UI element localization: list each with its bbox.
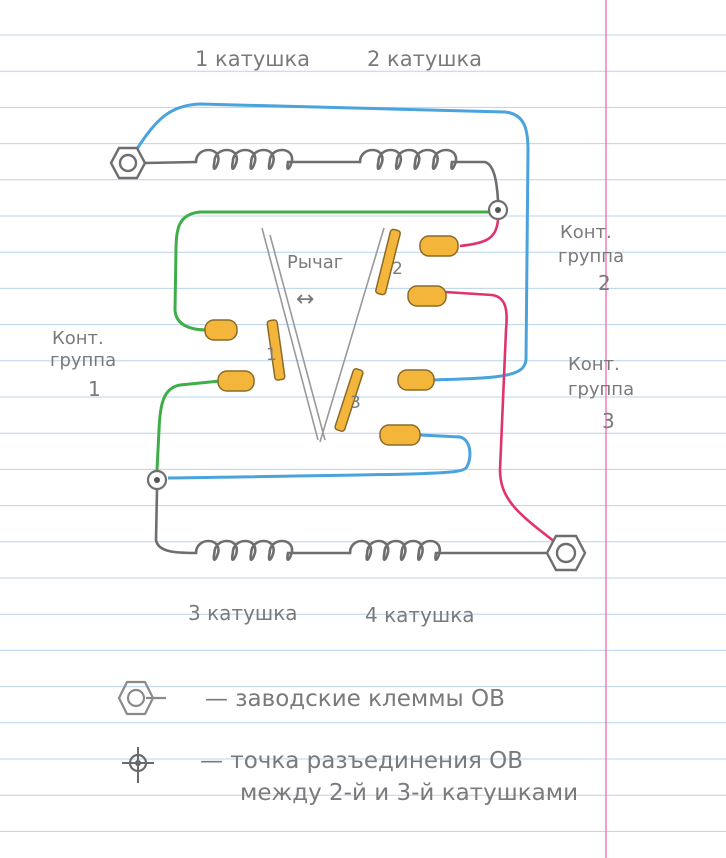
blue-wire-top (133, 102, 530, 382)
coil2-title: 2 катушка (367, 47, 482, 71)
lever-arrow-icon: ↔ (296, 287, 314, 312)
legend-terminal-text: — заводские клеммы ОВ (205, 686, 505, 712)
contact-group-3-label: Конт. группа 3 (568, 354, 634, 433)
lever-label: Рычаг (287, 252, 343, 273)
terminal-nut-icon (109, 146, 147, 180)
svg-text:группа: группа (568, 379, 634, 400)
svg-text:Конт.: Конт. (568, 354, 620, 375)
contact-2-upper (419, 235, 459, 257)
moving-contact-2 (375, 228, 401, 296)
coil1-title: 1 катушка (195, 47, 310, 71)
moving-contact-1-number: 1 (266, 345, 277, 365)
coil-3 (194, 539, 294, 562)
legend: — заводские клеммы ОВ — точка разъединен… (117, 680, 578, 806)
svg-text:2: 2 (598, 271, 611, 295)
split-point-icon (487, 199, 509, 221)
pencil-wire-top (143, 160, 500, 202)
coil3-title: 3 катушка (188, 601, 298, 625)
coil-1 (194, 148, 294, 171)
legend-split-text-2: между 2-й и 3-й катушками (240, 780, 578, 806)
pencil-wire-bottom (154, 488, 552, 555)
green-wire-2 (155, 379, 221, 471)
contact-1-upper (204, 319, 238, 341)
moving-contact-3 (334, 368, 364, 432)
legend-split-text: — точка разъединения ОВ (200, 748, 523, 774)
split-point-icon (122, 747, 154, 783)
blue-wire-bottom (167, 433, 472, 480)
contact-2-lower (407, 285, 447, 307)
contact-3-lower (379, 424, 421, 446)
moving-contact-1 (266, 319, 286, 381)
coil4-title: 4 катушка (365, 603, 475, 627)
svg-text:1: 1 (88, 377, 101, 401)
svg-text:Конт.: Конт. (52, 328, 104, 349)
contact-1-lower (217, 370, 255, 392)
svg-text:Конт.: Конт. (560, 222, 612, 243)
svg-text:группа: группа (50, 350, 116, 371)
green-wire-1 (173, 210, 490, 332)
split-point-icon (146, 469, 168, 491)
terminal-nut-icon (117, 680, 166, 716)
coil-2 (358, 148, 458, 171)
coil-4 (348, 539, 441, 562)
red-wire-1 (459, 219, 500, 248)
paper-ruling (0, 34, 726, 832)
lever-arm (261, 227, 385, 443)
moving-contact-2-number: 2 (392, 259, 403, 279)
svg-text:группа: группа (558, 246, 624, 267)
moving-contact-3-number: 3 (350, 393, 361, 413)
terminal-nut-icon (545, 534, 587, 572)
svg-text:3: 3 (602, 409, 615, 433)
contact-group-2-label: Конт. группа 2 (558, 222, 624, 295)
contact-group-1-label: Конт. группа 1 (50, 328, 116, 401)
red-wire-2 (444, 290, 556, 544)
contact-3-upper (397, 369, 435, 391)
